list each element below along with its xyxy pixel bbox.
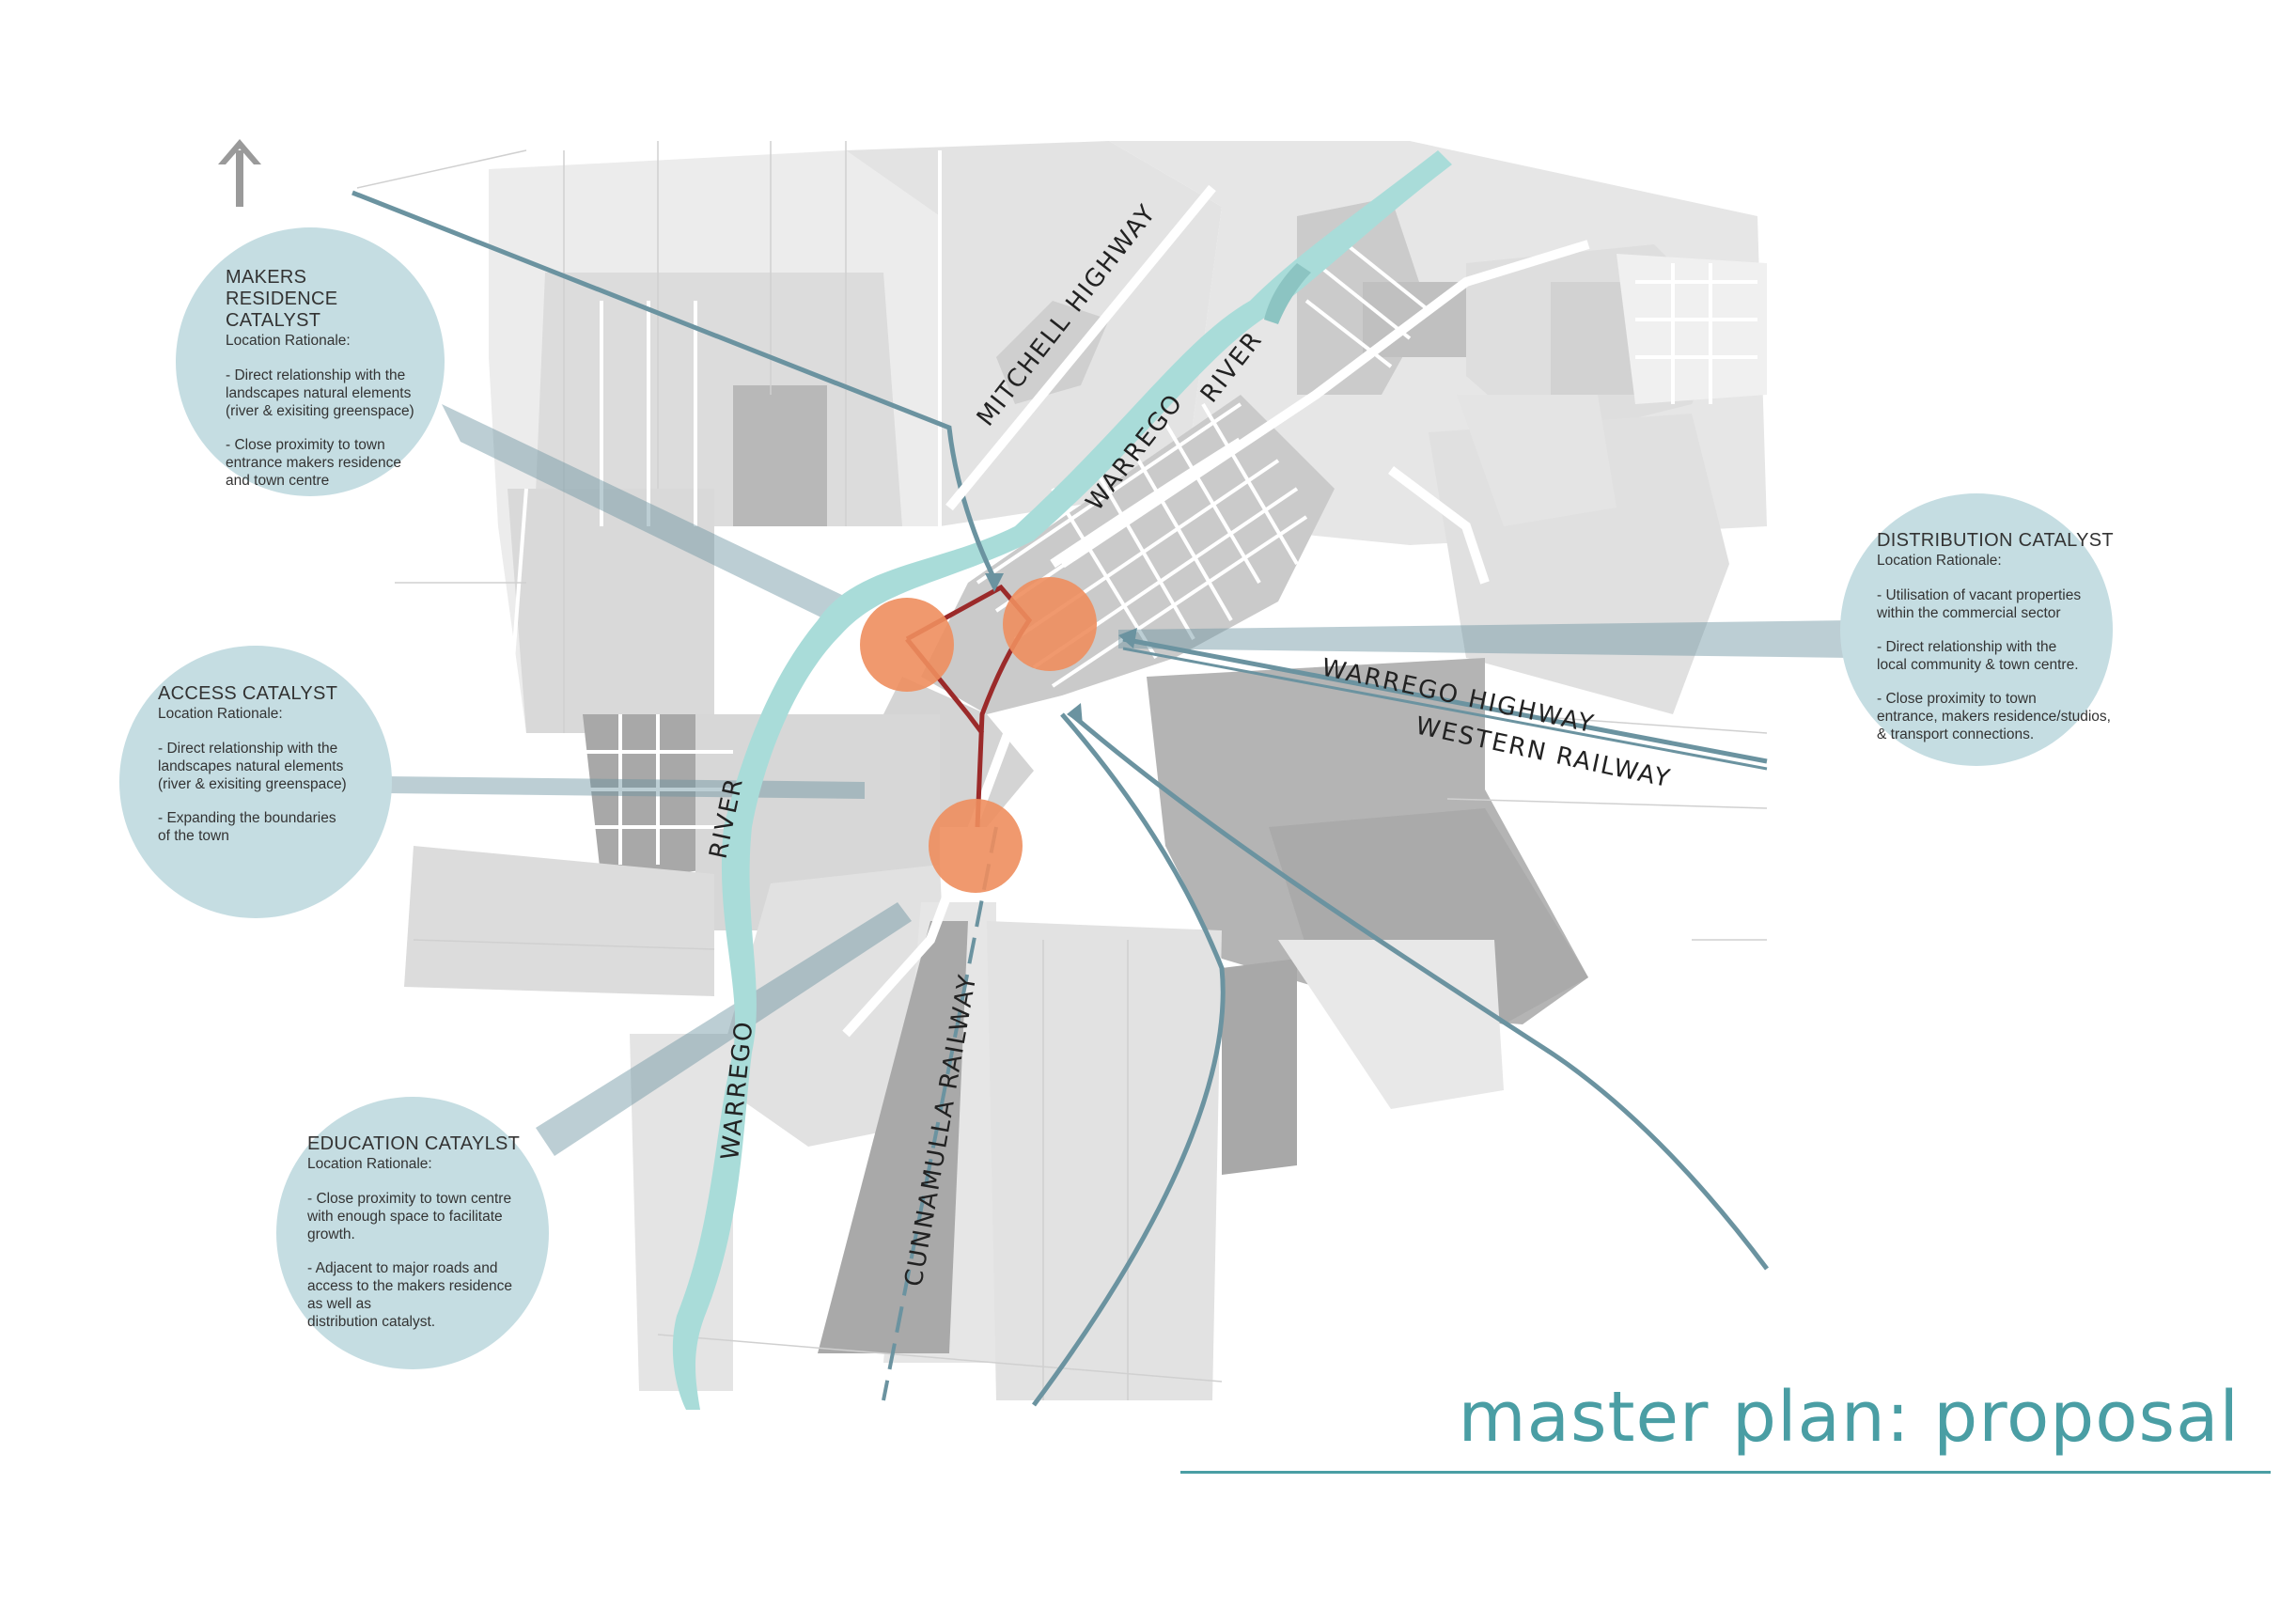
education-callout-title: EDUCATION CATAYLST: [307, 1133, 521, 1154]
title-underline: [1180, 1471, 2271, 1474]
makers-callout-subtitle: Location Rationale:: [226, 333, 351, 349]
distribution-catalyst-marker: [1003, 577, 1097, 671]
entry-arrows: [985, 573, 1137, 726]
western-railway-line: [1122, 647, 1768, 771]
access-callout-point-2: - Expanding the boundaries of the town: [158, 810, 336, 844]
distribution-callout-point-2: - Direct relationship with the local com…: [1877, 639, 2079, 673]
education-catalyst-marker: [929, 799, 1023, 893]
south-road-line: [1031, 712, 1226, 1407]
access-callout-subtitle: Location Rationale:: [158, 706, 283, 722]
distribution-callout-subtitle: Location Rationale:: [1877, 553, 2002, 569]
education-callout-subtitle: Location Rationale:: [307, 1156, 432, 1172]
education-callout-point-1: - Close proximity to town centre with en…: [307, 1191, 512, 1242]
makers-callout-circle: [176, 227, 445, 496]
catalyst-markers: [860, 577, 1097, 893]
distribution-callout-circle: [1840, 493, 2113, 766]
page-title: master plan: proposal: [1458, 1377, 2240, 1458]
distribution-callout-point-1: - Utilisation of vacant properties withi…: [1877, 587, 2082, 621]
education-callout-circle: [276, 1097, 549, 1369]
callout-circles: [119, 227, 2113, 1369]
makers-callout-point-1: - Direct relationship with the landscape…: [226, 367, 414, 419]
distribution-callout: DISTRIBUTION CATALYST Location Rationale…: [1877, 530, 2121, 759]
education-callout: EDUCATION CATAYLST Location Rationale: -…: [307, 1133, 533, 1347]
access-callout-circle: [119, 646, 392, 918]
east-road-line: [1070, 712, 1769, 1271]
makers-callout-point-2: - Close proximity to town entrance maker…: [226, 437, 401, 489]
cunnamulla-railway-line: [882, 826, 998, 1401]
access-callout-point-1: - Direct relationship with the landscape…: [158, 741, 347, 792]
warrego-river: [672, 150, 1452, 1410]
distribution-callout-point-3: - Close proximity to town entrance, make…: [1877, 691, 2111, 742]
makers-callout: MAKERS RESIDENCE CATALYST Location Ratio…: [226, 267, 423, 506]
streets: [842, 184, 1590, 1038]
north-arrow-icon: [218, 139, 261, 207]
access-callout: ACCESS CATALYST Location Rationale: - Di…: [158, 683, 383, 861]
distribution-callout-title: DISTRIBUTION CATALYST: [1877, 530, 2114, 551]
makers-catalyst-marker: [860, 598, 954, 692]
access-callout-title: ACCESS CATALYST: [158, 683, 338, 704]
education-callout-point-2: - Adjacent to major roads and access to …: [307, 1260, 512, 1330]
warrego-highway-line: [1122, 636, 1768, 764]
makers-callout-title: MAKERS RESIDENCE CATALYST: [226, 267, 338, 331]
land-parcels: [404, 141, 1767, 1400]
